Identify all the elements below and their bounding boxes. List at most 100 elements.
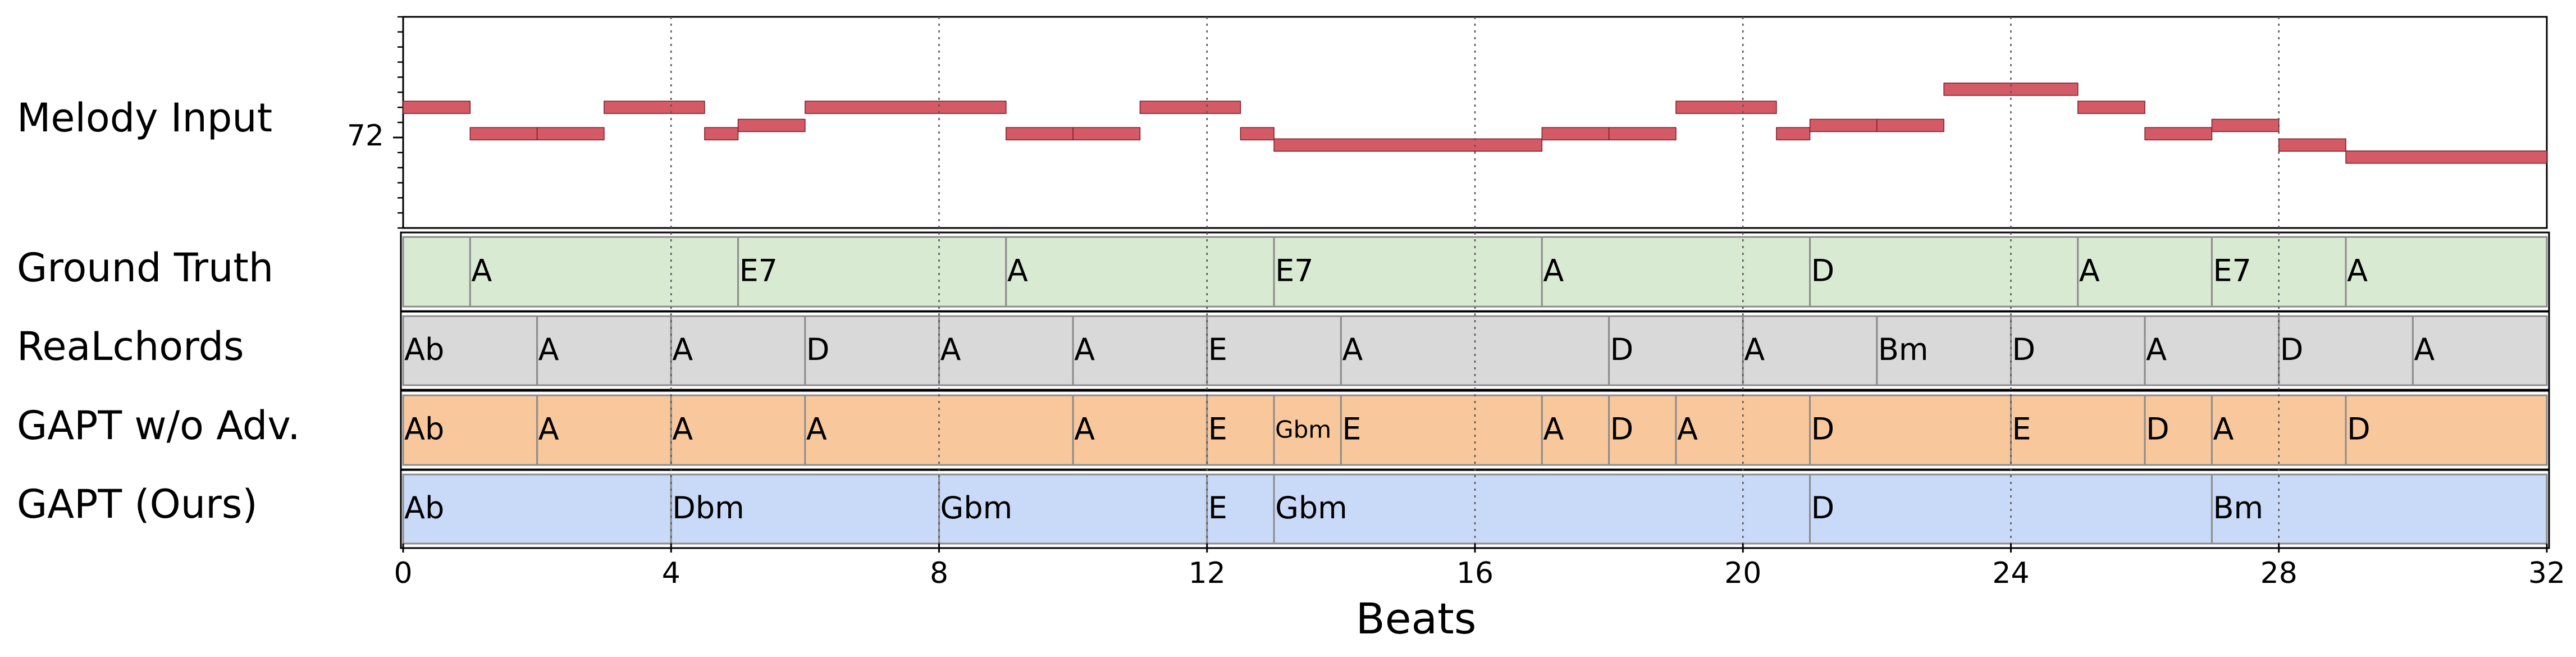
chord-label: A <box>672 412 693 447</box>
melody-note <box>1876 118 1944 133</box>
row-labels: Melody Input Ground Truth ReaLchords GAP… <box>17 95 300 527</box>
melody-note <box>1776 127 1811 140</box>
chord-label: E <box>1208 332 1227 367</box>
melody-note <box>1541 127 1610 140</box>
chord-segment <box>670 473 940 545</box>
chord-segment <box>469 236 739 308</box>
gapt-wo-adv-row-label: GAPT w/o Adv. <box>17 403 300 449</box>
melody-note <box>1240 127 1275 140</box>
chord-label: A <box>538 412 559 447</box>
chord-segment <box>670 394 806 466</box>
x-tick-label: 4 <box>662 556 680 590</box>
chord-label: A <box>1342 332 1363 367</box>
melody-note <box>1675 101 1777 114</box>
chord-label: D <box>1610 332 1634 367</box>
chord-label: Gbm <box>1275 416 1331 444</box>
chord-segment <box>402 473 672 545</box>
melody-note <box>469 127 538 140</box>
chord-label: D <box>2280 332 2304 367</box>
melody-note <box>737 118 806 133</box>
chord-segment <box>938 315 1074 386</box>
x-axis-title: Beats <box>1356 594 1477 644</box>
chord-label: E7 <box>739 253 778 289</box>
chord-label: E7 <box>1275 253 1313 289</box>
chord-label: E <box>1208 490 1227 526</box>
chord-label: A <box>672 332 693 367</box>
chord-segment <box>1005 236 1275 308</box>
ground-truth-row-label: Ground Truth <box>17 245 273 291</box>
chord-label: E <box>1208 412 1227 447</box>
chord-label: Bm <box>1878 332 1929 367</box>
x-tick-label: 16 <box>1456 556 1493 590</box>
melody-note <box>2077 101 2145 114</box>
chord-label: A <box>940 332 961 367</box>
chord-segment <box>2144 394 2213 466</box>
chord-label: D <box>1610 412 1634 447</box>
chord-segment <box>2345 236 2548 308</box>
melody-note <box>1072 127 1141 140</box>
chord-segment <box>402 236 471 308</box>
chord-label: Gbm <box>940 490 1013 526</box>
melody-note <box>2211 118 2280 133</box>
chord-label: A <box>1074 412 1095 447</box>
chord-segment <box>2278 315 2414 386</box>
chord-segment <box>536 394 672 466</box>
chord-segment <box>2345 394 2548 466</box>
chord-label: A <box>2213 412 2234 447</box>
chord-segment <box>1876 315 2012 386</box>
melody-panel: 72 <box>347 16 2548 229</box>
melody-note <box>704 127 739 140</box>
chord-segment <box>1541 394 1610 466</box>
chord-label: E7 <box>2213 253 2251 289</box>
x-tick-label: 8 <box>930 556 948 590</box>
chord-label: A <box>1543 412 1564 447</box>
chord-label: A <box>2079 253 2100 289</box>
melody-note <box>1809 118 1878 133</box>
chord-segment <box>402 394 538 466</box>
chord-label: A <box>1677 412 1698 447</box>
chord-label: A <box>538 332 559 367</box>
chord-label: D <box>1811 490 1835 526</box>
chord-segment <box>2210 473 2548 545</box>
chord-segment <box>938 473 1208 545</box>
chord-label: D <box>2012 332 2036 367</box>
chord-label: D <box>2146 412 2169 447</box>
chord-segment <box>1608 315 1744 386</box>
chord-label: A <box>2414 332 2435 367</box>
chord-segment <box>1206 473 1275 545</box>
chord-segment <box>2411 315 2548 386</box>
chord-label: D <box>2347 412 2371 447</box>
melody-note <box>805 101 1007 114</box>
chord-segment <box>2010 315 2146 386</box>
chord-label: Ab <box>404 332 444 367</box>
x-tick-label: 28 <box>2260 556 2298 590</box>
chord-label: A <box>2347 253 2368 289</box>
chord-segment <box>737 236 1007 308</box>
chord-label: A <box>1543 253 1564 289</box>
chord-segment <box>1809 236 2079 308</box>
chord-label: E <box>1342 412 1361 447</box>
beat-gridlines <box>670 17 2280 544</box>
melody-note <box>2144 127 2213 140</box>
x-tick-label: 12 <box>1189 556 1226 590</box>
chord-segment <box>1809 394 2012 466</box>
chord-label: A <box>1007 253 1028 289</box>
chord-label: A <box>471 253 492 289</box>
chord-segment <box>1273 473 1811 545</box>
melody-row-label: Melody Input <box>17 95 272 141</box>
melody-note <box>1006 127 1074 140</box>
gapt-ours-row-label: GAPT (Ours) <box>17 481 258 527</box>
chord-segment <box>1072 394 1208 466</box>
chord-label: Bm <box>2213 490 2263 526</box>
chord-label: Ab <box>404 490 444 526</box>
x-tick-label: 32 <box>2528 556 2565 590</box>
chord-label: Dbm <box>672 490 744 526</box>
chord-label: D <box>1811 253 1835 289</box>
chord-track-0: A E7 A E7 A D A E7 A <box>400 231 2550 312</box>
chord-label: A <box>1074 332 1095 367</box>
chord-label: D <box>1811 412 1835 447</box>
chord-segment <box>402 315 538 386</box>
chord-segment <box>1206 315 1342 386</box>
